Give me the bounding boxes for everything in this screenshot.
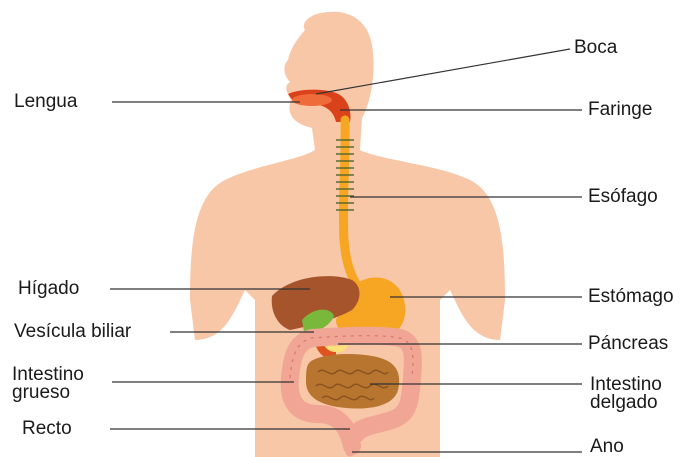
label-lengua: Lengua [14, 92, 77, 111]
label-boca: Boca [574, 38, 617, 57]
label-ano: Ano [590, 437, 624, 456]
label-recto: Recto [22, 419, 72, 438]
label-intestino-delgado: Intestino delgado [590, 376, 662, 412]
tongue-shape [292, 94, 332, 106]
label-intestino-grueso: Intestino grueso [12, 366, 84, 402]
label-estomago: Estómago [588, 287, 674, 306]
small-intestine [306, 354, 399, 408]
label-vesicula: Vesícula biliar [14, 322, 131, 341]
label-intestino-delgado-line2: delgado [590, 394, 662, 412]
label-esofago: Esófago [588, 187, 658, 206]
label-higado: Hígado [18, 279, 79, 298]
rectum-tube [350, 430, 352, 452]
label-intestino-grueso-line2: grueso [12, 384, 84, 402]
label-pancreas: Páncreas [588, 334, 668, 353]
label-faringe: Faringe [588, 100, 652, 119]
